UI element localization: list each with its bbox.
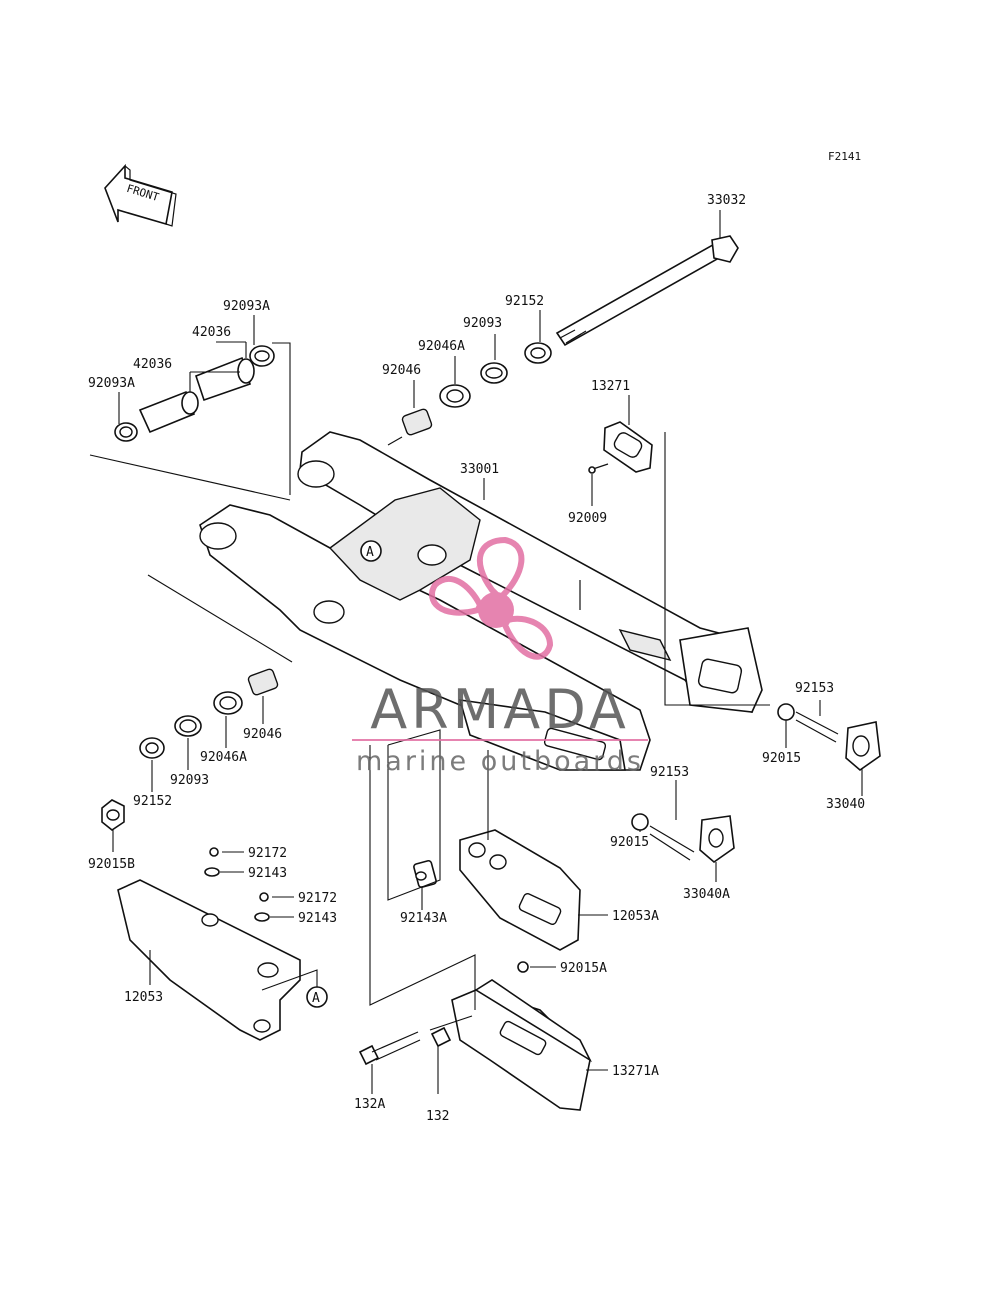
label-33032: 33032 bbox=[707, 193, 746, 208]
label-92143-lower: 92143 bbox=[298, 911, 337, 926]
label-92046A-lower: 92046A bbox=[200, 750, 247, 765]
label-13271: 13271 bbox=[591, 379, 630, 394]
label-33001: 33001 bbox=[460, 462, 499, 477]
lower-bearing-stack bbox=[101, 668, 279, 831]
label-132: 132 bbox=[426, 1109, 449, 1124]
label-92093-lower: 92093 bbox=[170, 773, 209, 788]
label-92046-lower: 92046 bbox=[243, 727, 282, 742]
label-92172-lower: 92172 bbox=[298, 891, 337, 906]
leader-lines bbox=[89, 210, 863, 1094]
label-92015B: 92015B bbox=[88, 857, 135, 872]
ref-marker-swingarm-label: A bbox=[366, 545, 374, 560]
diagram-code: F2141 bbox=[828, 150, 861, 163]
label-92046A-upper: 92046A bbox=[418, 339, 465, 354]
label-92093-upper: 92093 bbox=[463, 316, 502, 331]
chain-guide bbox=[358, 961, 592, 1111]
front-arrow-icon: FRONT bbox=[104, 163, 177, 227]
part-labels: F2141 33032 92152 92093 92046A 92046 132… bbox=[88, 150, 865, 1124]
label-92172-upper: 92172 bbox=[248, 846, 287, 861]
label-92009: 92009 bbox=[568, 511, 607, 526]
ref-marker-slipper: A bbox=[306, 986, 328, 1008]
label-12053A: 12053A bbox=[612, 909, 659, 924]
right-chain-adjuster bbox=[777, 703, 881, 772]
label-92153-center: 92153 bbox=[650, 765, 689, 780]
label-92153-right: 92153 bbox=[795, 681, 834, 696]
upper-left-bushings bbox=[114, 345, 275, 442]
label-12053: 12053 bbox=[124, 990, 163, 1005]
label-42036-lower: 42036 bbox=[133, 357, 172, 372]
armada-watermark: ARMADA marine outboards bbox=[352, 536, 648, 777]
label-92015A: 92015A bbox=[560, 961, 607, 976]
watermark-brand: ARMADA bbox=[370, 678, 630, 741]
label-92152-upper: 92152 bbox=[505, 294, 544, 309]
ref-marker-slipper-label: A bbox=[312, 991, 320, 1006]
label-92093A-upper: 92093A bbox=[223, 299, 270, 314]
label-33040: 33040 bbox=[826, 797, 865, 812]
label-33040A: 33040A bbox=[683, 887, 730, 902]
center-chain-adjuster bbox=[631, 813, 735, 864]
swingarm-body bbox=[199, 431, 763, 771]
ref-marker-swingarm: A bbox=[360, 540, 382, 562]
label-13271A: 13271A bbox=[612, 1064, 659, 1079]
chain-slipper-upper bbox=[413, 829, 581, 951]
label-92143-upper: 92143 bbox=[248, 866, 287, 881]
propeller-logo-icon bbox=[429, 536, 554, 660]
upper-bearing-stack bbox=[401, 342, 552, 436]
label-92015-right: 92015 bbox=[762, 751, 801, 766]
label-92152-lower: 92152 bbox=[133, 794, 172, 809]
label-42036-upper: 42036 bbox=[192, 325, 231, 340]
label-92046-upper: 92046 bbox=[382, 363, 421, 378]
label-92093A-left: 92093A bbox=[88, 376, 135, 391]
pivot-shaft bbox=[555, 235, 739, 347]
label-92015-center: 92015 bbox=[610, 835, 649, 850]
chain-slipper-lower bbox=[117, 847, 301, 1041]
adjuster-plate bbox=[588, 421, 653, 474]
watermark-tagline: marine outboards bbox=[356, 746, 644, 777]
label-92143A: 92143A bbox=[400, 911, 447, 926]
label-132A: 132A bbox=[354, 1097, 385, 1112]
